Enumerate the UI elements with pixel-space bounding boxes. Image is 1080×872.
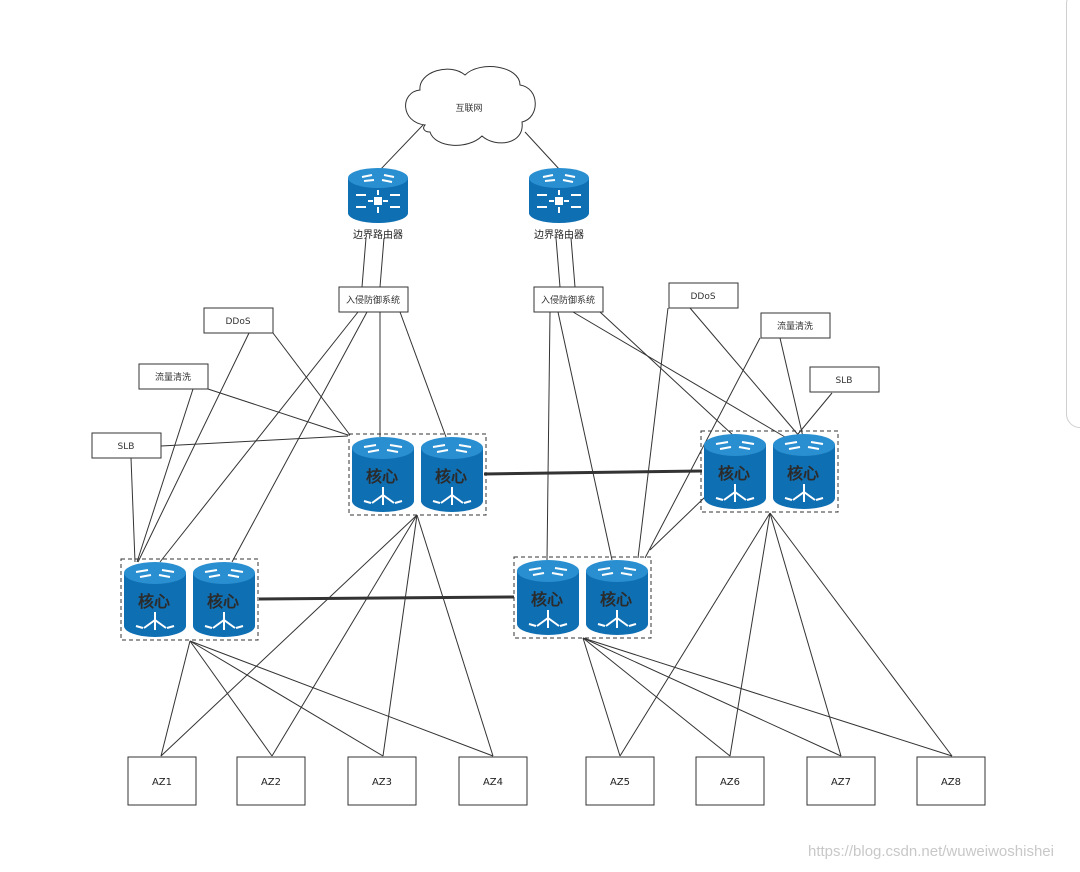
az-box: AZ3 xyxy=(347,756,417,806)
core-group-top-left: 核心 核心 xyxy=(348,433,487,516)
edge-router-label: 边界路由器 xyxy=(534,228,584,241)
az-box: AZ7 xyxy=(806,756,876,806)
az-label: AZ4 xyxy=(483,777,503,788)
core-label: 核心 xyxy=(531,590,563,609)
az-label: AZ5 xyxy=(610,777,630,788)
az-box: AZ4 xyxy=(458,756,528,806)
core-label: 核心 xyxy=(600,590,632,609)
core-label: 核心 xyxy=(435,467,467,486)
core-label: 核心 xyxy=(366,467,398,486)
traffic-scrubbing-label: 流量清洗 xyxy=(155,371,191,383)
core-label: 核心 xyxy=(718,464,750,483)
edge-router-left: 边界路由器 xyxy=(347,167,409,241)
ips-box-left: 入侵防御系统 xyxy=(338,286,409,313)
az-label: AZ3 xyxy=(372,777,392,788)
core-group-bottom-left: 核心 核心 xyxy=(120,558,259,641)
traffic-scrubbing-label: 流量清洗 xyxy=(777,320,813,332)
slb-label: SLB xyxy=(118,442,135,452)
az-label: AZ1 xyxy=(152,777,172,788)
internet-cloud: 互联网 xyxy=(405,66,536,146)
edge-router-label: 边界路由器 xyxy=(353,228,403,241)
core-group-top-right: 核心 核心 xyxy=(700,430,839,513)
slb-box-right: SLB xyxy=(809,366,880,393)
core-group-bottom-right: 核心 核心 xyxy=(513,556,652,639)
az-label: AZ6 xyxy=(720,777,740,788)
cloud-label: 互联网 xyxy=(455,103,482,114)
az-label: AZ8 xyxy=(941,777,961,788)
ddos-box-right: DDoS xyxy=(668,282,739,309)
watermark: https://blog.csdn.net/wuweiwoshishei xyxy=(808,843,1054,860)
slb-box-left: SLB xyxy=(91,432,162,459)
az-box: AZ1 xyxy=(127,756,197,806)
traffic-scrubbing-box-right: 流量清洗 xyxy=(760,312,831,339)
core-label: 核心 xyxy=(787,464,819,483)
az-label: AZ7 xyxy=(831,777,851,788)
traffic-scrubbing-box-left: 流量清洗 xyxy=(138,363,209,390)
ips-box-right: 入侵防御系统 xyxy=(533,286,604,313)
core-links xyxy=(258,469,703,601)
ddos-box-left: DDoS xyxy=(203,307,274,334)
az-boxes: AZ1 AZ2 AZ3 AZ4 AZ5 AZ6 AZ7 AZ8 xyxy=(127,756,986,806)
az-box: AZ5 xyxy=(585,756,655,806)
az-box: AZ8 xyxy=(916,756,986,806)
slb-label: SLB xyxy=(836,376,853,386)
ddos-label: DDoS xyxy=(690,292,715,302)
ips-label: 入侵防御系统 xyxy=(541,294,595,306)
core-label: 核心 xyxy=(207,592,239,611)
ips-label: 入侵防御系统 xyxy=(346,294,400,306)
az-box: AZ2 xyxy=(236,756,306,806)
core-label: 核心 xyxy=(138,592,170,611)
edge-router-right: 边界路由器 xyxy=(528,167,590,241)
connections xyxy=(130,124,953,757)
az-box: AZ6 xyxy=(695,756,765,806)
az-label: AZ2 xyxy=(261,777,281,788)
ddos-label: DDoS xyxy=(225,317,250,327)
